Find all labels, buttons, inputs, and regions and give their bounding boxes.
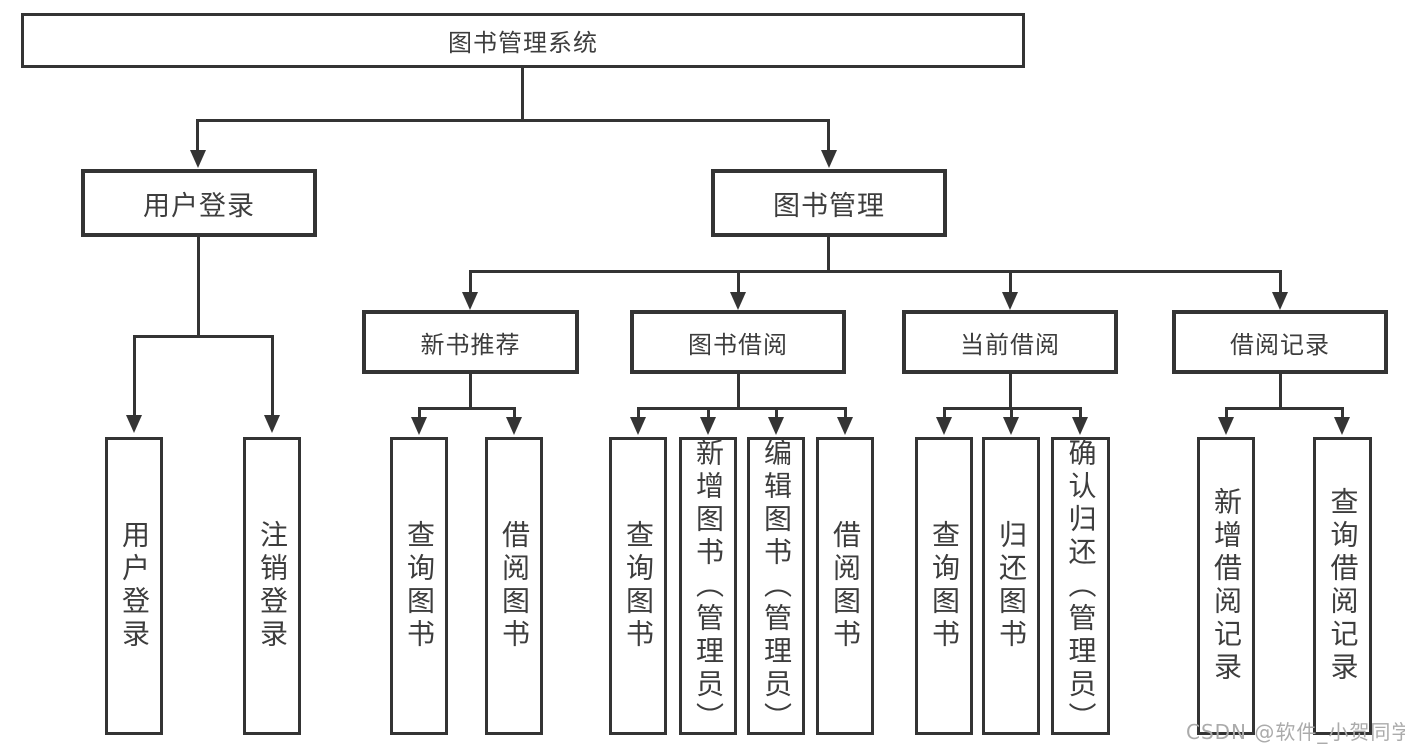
leaf-label: 查询图书: [928, 520, 961, 652]
leaf-query-books: 查询图书: [609, 437, 667, 735]
leaf-label: 新增图书（管理员）: [692, 437, 725, 735]
connector-login-bar: [134, 335, 273, 338]
leaf-query-books: 查询图书: [915, 437, 973, 735]
connector-stem: [737, 270, 740, 292]
arrowhead-icon: [730, 292, 746, 310]
leaf-label: 新增借阅记录: [1210, 487, 1243, 685]
node-root: 图书管理系统: [21, 13, 1025, 68]
leaf-query-books: 查询图书: [390, 437, 448, 735]
leaf-label: 注销登录: [256, 520, 289, 652]
connector-stem: [196, 119, 199, 150]
connector-stem: [1225, 407, 1228, 417]
connector-stem: [637, 407, 640, 417]
leaf-label: 查询图书: [622, 520, 655, 652]
connector-stem: [1009, 270, 1012, 292]
connector-stem: [1079, 407, 1082, 417]
arrowhead-icon: [190, 150, 206, 168]
node-label: 图书借阅: [688, 330, 788, 359]
leaf-label: 查询图书: [403, 520, 436, 652]
leaf-label: 编辑图书（管理员）: [760, 437, 793, 735]
arrowhead-icon: [700, 417, 716, 435]
node-label: 借阅记录: [1230, 330, 1330, 359]
node-new-book-recommend: 新书推荐: [362, 310, 579, 374]
arrowhead-icon: [126, 415, 142, 433]
leaf-confirm-return-admin: 确认归还（管理员）: [1051, 437, 1110, 735]
node-current-borrow: 当前借阅: [902, 310, 1118, 374]
connector-stem: [737, 374, 740, 407]
connector-root-stem: [521, 68, 524, 120]
connector-stem: [1010, 407, 1013, 417]
connector-level3-bar: [470, 270, 1281, 273]
arrowhead-icon: [411, 417, 427, 435]
arrowhead-icon: [1003, 417, 1019, 435]
leaf-add-borrow-record: 新增借阅记录: [1197, 437, 1255, 735]
arrowhead-icon: [936, 417, 952, 435]
connector-stem: [1279, 374, 1282, 407]
connector-stem: [133, 335, 136, 415]
arrowhead-icon: [506, 417, 522, 435]
connector-stem: [1341, 407, 1344, 417]
connector-bar: [419, 407, 514, 410]
leaf-label: 借阅图书: [498, 520, 531, 652]
leaf-label: 借阅图书: [829, 520, 862, 652]
leaf-label: 确认归还（管理员）: [1064, 437, 1098, 735]
connector-stem: [469, 374, 472, 407]
arrowhead-icon: [1218, 417, 1234, 435]
arrowhead-icon: [264, 415, 280, 433]
leaf-return-books: 归还图书: [982, 437, 1040, 735]
connector-stem: [1279, 270, 1282, 292]
node-book-management: 图书管理: [711, 169, 947, 237]
connector-stem: [707, 407, 710, 417]
connector-stem: [827, 119, 830, 150]
arrowhead-icon: [462, 292, 478, 310]
connector-stem: [469, 270, 472, 292]
node-root-label: 图书管理系统: [448, 29, 598, 57]
leaf-logout: 注销登录: [243, 437, 301, 735]
connector-stem: [271, 335, 274, 415]
connector-stem: [943, 407, 946, 417]
leaf-label: 用户登录: [118, 520, 151, 652]
node-book-borrow: 图书借阅: [630, 310, 846, 374]
arrowhead-icon: [821, 150, 837, 168]
node-label: 用户登录: [143, 190, 255, 222]
leaf-borrow-books: 借阅图书: [816, 437, 874, 735]
leaf-borrow-books: 借阅图书: [485, 437, 543, 735]
arrowhead-icon: [1272, 292, 1288, 310]
arrowhead-icon: [1002, 292, 1018, 310]
connector-bar: [638, 407, 845, 410]
leaf-query-borrow-record: 查询借阅记录: [1313, 437, 1372, 735]
connector-bar: [1226, 407, 1342, 410]
leaf-user-login: 用户登录: [105, 437, 163, 735]
node-user-login: 用户登录: [81, 169, 317, 237]
arrowhead-icon: [837, 417, 853, 435]
leaf-label: 查询借阅记录: [1326, 487, 1360, 685]
node-label: 当前借阅: [960, 330, 1060, 359]
connector-stem: [1009, 374, 1012, 407]
csdn-watermark: CSDN @软件_小贺同学: [1186, 720, 1405, 744]
node-borrow-records: 借阅记录: [1172, 310, 1388, 374]
leaf-add-books-admin: 新增图书（管理员）: [679, 437, 737, 735]
leaf-edit-books-admin: 编辑图书（管理员）: [747, 437, 805, 735]
connector-stem: [418, 407, 421, 417]
connector-stem: [827, 237, 830, 271]
connector-level2-bar: [197, 119, 830, 122]
node-label: 图书管理: [773, 190, 885, 222]
arrowhead-icon: [630, 417, 646, 435]
arrowhead-icon: [768, 417, 784, 435]
connector-stem: [197, 237, 200, 336]
arrowhead-icon: [1334, 417, 1350, 435]
arrowhead-icon: [1072, 417, 1088, 435]
connector-stem: [844, 407, 847, 417]
leaf-label: 归还图书: [995, 520, 1028, 652]
connector-stem: [775, 407, 778, 417]
connector-stem: [513, 407, 516, 417]
node-label: 新书推荐: [420, 330, 521, 359]
